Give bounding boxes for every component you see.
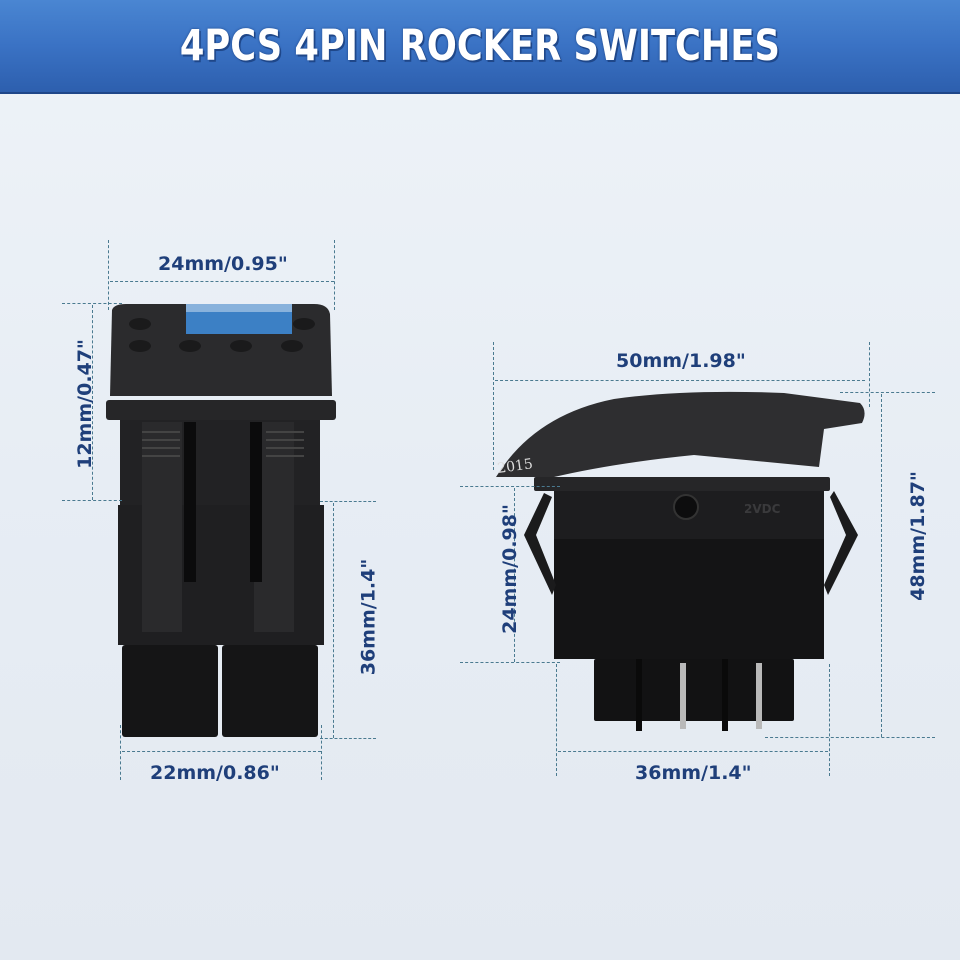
front-width-top-label: 24mm/0.95" <box>158 253 288 275</box>
date-marking: 2015 <box>496 456 534 477</box>
voltage-marking: 2VDC <box>744 502 781 516</box>
title-banner: 4PCS 4PIN ROCKER SWITCHES <box>0 0 960 94</box>
front-height-body-label: 36mm/1.4" <box>357 558 380 676</box>
front-height-cap-label: 12mm/0.47" <box>73 339 96 469</box>
side-view-switch: 2015 2VDC <box>494 385 874 765</box>
side-width-bottom-label: 36mm/1.4" <box>635 762 752 784</box>
side-height-mid-label: 24mm/0.98" <box>498 504 521 634</box>
front-view-switch <box>104 300 338 750</box>
banner-title: 4PCS 4PIN ROCKER SWITCHES <box>179 21 781 71</box>
front-width-bottom-label: 22mm/0.86" <box>150 762 280 784</box>
side-width-top-label: 50mm/1.98" <box>616 350 746 372</box>
side-height-total-label: 48mm/1.87" <box>906 471 929 601</box>
